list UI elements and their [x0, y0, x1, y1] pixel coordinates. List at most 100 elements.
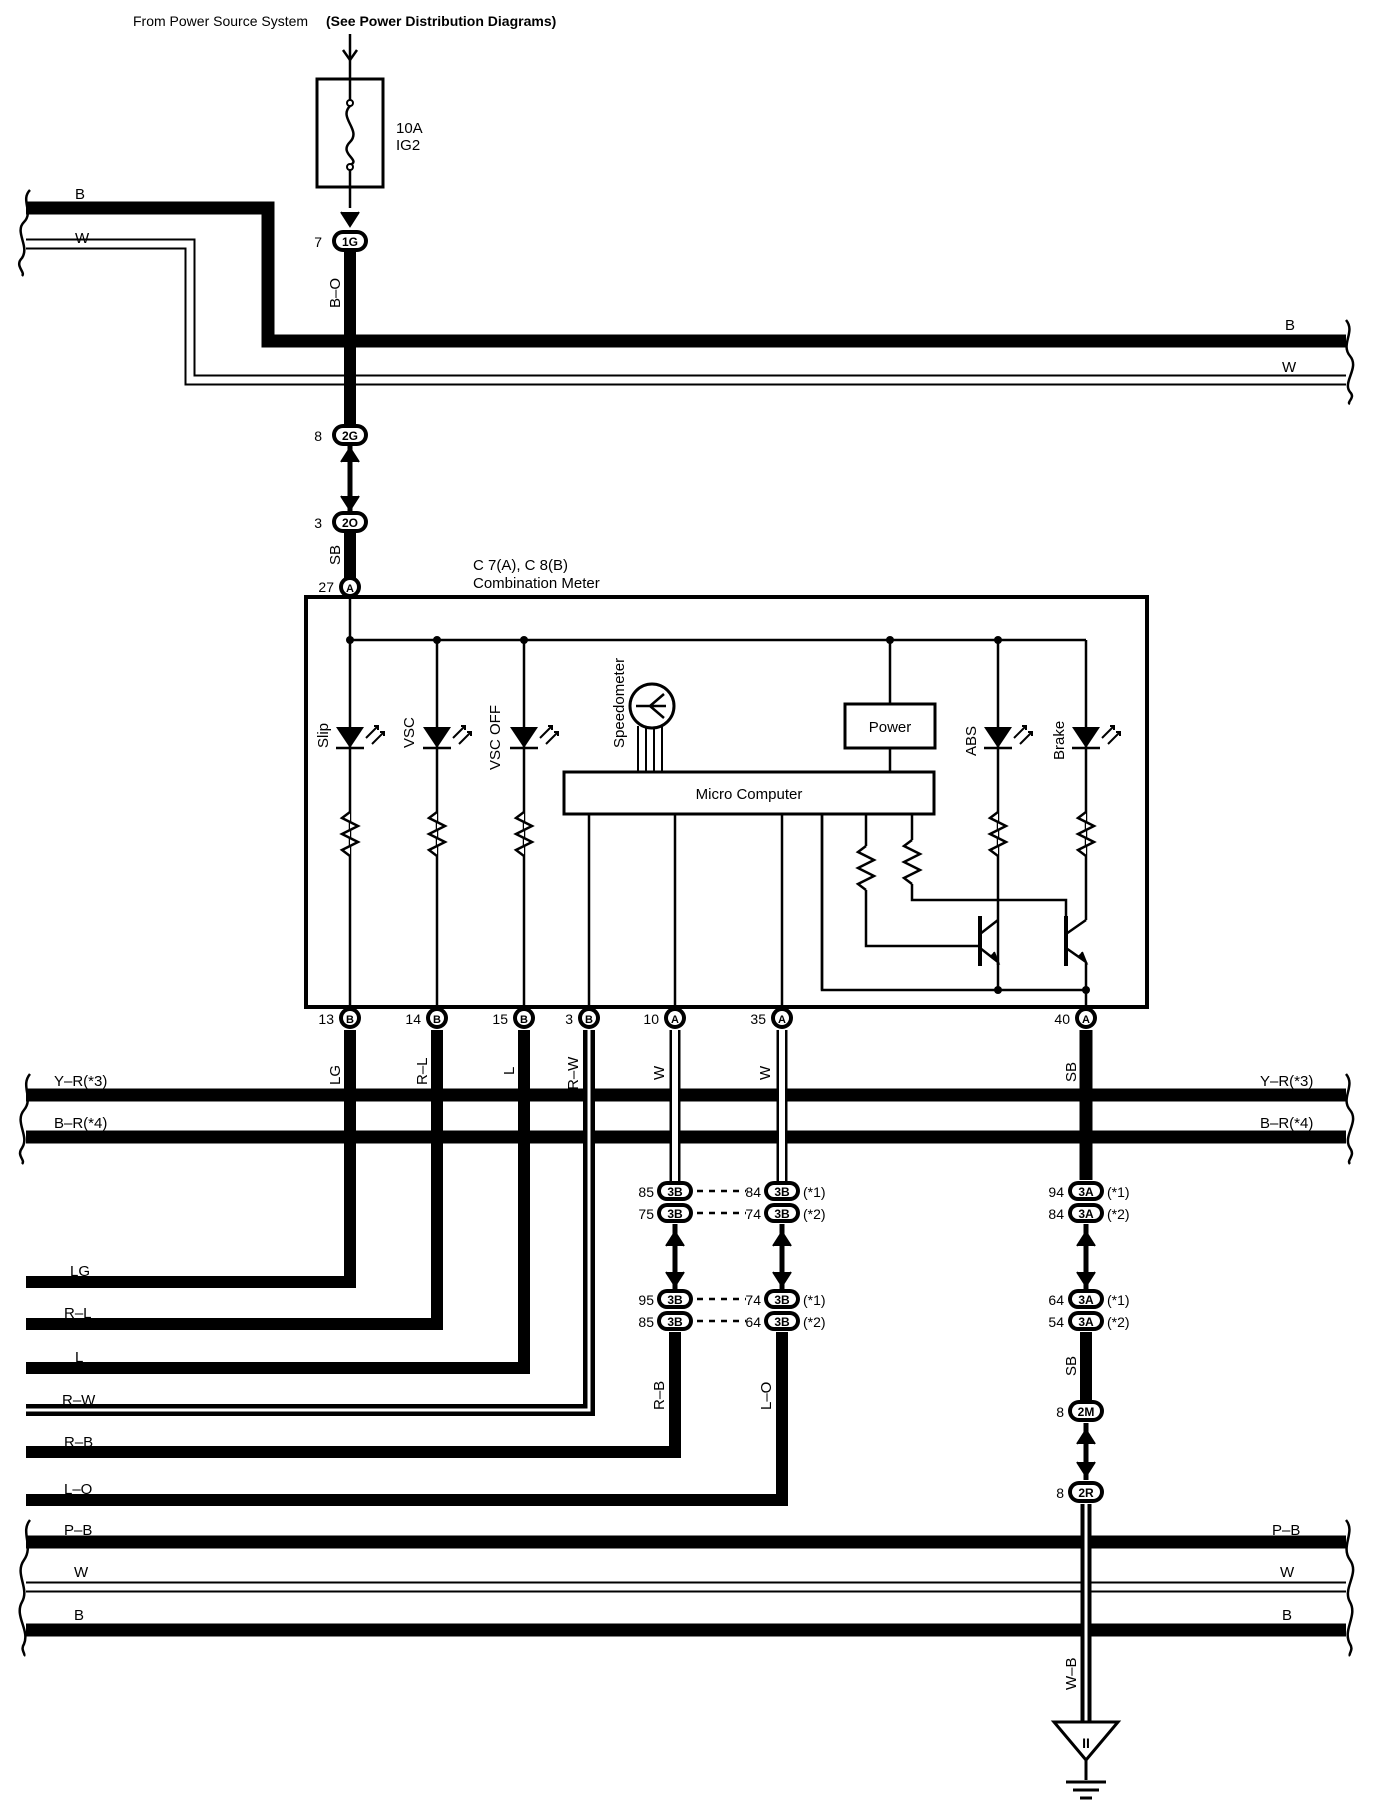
meter-pin-3-number: 3	[565, 1011, 573, 1027]
bottom-right-break-icon	[1344, 1519, 1355, 1657]
power-box-label: Power	[869, 719, 912, 736]
wire-label-sb-lower: SB	[1063, 1356, 1080, 1376]
lamp-label-slip: Slip	[315, 723, 332, 748]
wire-label-w-10A: W	[651, 1065, 668, 1080]
power-box	[843, 702, 937, 750]
j3a-lower-pin-64: 64	[1048, 1292, 1064, 1308]
bus-b-top	[26, 201, 1346, 348]
meter-pin-35A: A	[771, 1007, 793, 1029]
speedometer	[628, 682, 676, 772]
slip-led-icon	[336, 727, 364, 748]
fuse	[315, 72, 385, 208]
lamp-slip	[336, 640, 385, 1018]
transistor-abs	[864, 890, 1002, 994]
meter-pin-3B: B	[578, 1007, 600, 1029]
lamp-vsc	[423, 640, 472, 1018]
combination-meter-box	[304, 595, 1149, 1009]
meter-pin-14-number: 14	[405, 1011, 421, 1027]
meter-pin-13B: B	[339, 1007, 361, 1029]
branch-label-rw: R–W	[62, 1392, 96, 1409]
wire-lo	[26, 1332, 788, 1506]
feed-down-arrow-icon	[340, 495, 360, 512]
wire-rb	[26, 1332, 681, 1458]
lamp-brake	[1072, 640, 1121, 920]
wire-label-l-v: L	[501, 1067, 518, 1075]
wire-rl	[26, 1030, 443, 1330]
link-3b-left-down-icon	[665, 1271, 685, 1288]
connector-27A-pin: 27	[318, 579, 334, 595]
j3a-upper-pin-84: 84	[1048, 1206, 1064, 1222]
svg-text:1G: 1G	[342, 235, 358, 249]
wire-lg	[26, 1030, 356, 1288]
bottom-bus-w-left: W	[74, 1564, 89, 1581]
wire-label-rb-v: R–B	[651, 1381, 668, 1410]
svg-text:2O: 2O	[342, 516, 358, 530]
bottom-left-break-icon	[18, 1519, 32, 1657]
ground: II	[1050, 1720, 1122, 1800]
feed-wire-sb-label: SB	[327, 545, 344, 565]
connector-2G: 2G	[332, 424, 368, 446]
lamp-label-brake: Brake	[1051, 721, 1068, 760]
link-3b-left-up-icon	[665, 1230, 685, 1247]
fuse-output-arrow-icon	[340, 211, 360, 228]
svg-text:2R: 2R	[1078, 1486, 1094, 1500]
j3b-upper-pin-85: 85	[638, 1184, 654, 1200]
brake-resistor-icon	[1075, 811, 1097, 857]
bus-w-top-inner	[26, 240, 1346, 384]
micro-computer-box	[562, 770, 936, 816]
driver-resistor-2-icon	[901, 839, 923, 885]
feed-up-arrow-icon	[340, 446, 360, 463]
j3b-upper-pin-84: 84	[745, 1184, 761, 1200]
j3a-lower-note-2: (*2)	[1107, 1314, 1130, 1330]
feed-wire-bo-label: B–O	[327, 278, 344, 308]
junction-3a-upper: 3A 3A	[1068, 1181, 1104, 1223]
mid-right-break-icon	[1344, 1073, 1355, 1165]
mid-bus-yr-right: Y–R(*3)	[1260, 1073, 1313, 1090]
wire-l	[26, 1030, 530, 1374]
lamp-vsc-off	[510, 640, 559, 1018]
fuse-icon	[345, 105, 355, 167]
svg-text:B: B	[585, 1014, 593, 1026]
slip-resistor-icon	[339, 811, 361, 857]
brake-led-icon	[1072, 727, 1100, 748]
link-3b-right-up-icon	[772, 1230, 792, 1247]
abs-led-icon	[984, 727, 1012, 748]
j3b-upper-pin-74: 74	[745, 1206, 761, 1222]
bottom-bus-b-right: B	[1282, 1607, 1292, 1624]
meter-pin-15-number: 15	[492, 1011, 508, 1027]
link-3a-down-icon	[1076, 1271, 1096, 1288]
driver-resistor-1-icon	[855, 845, 877, 891]
svg-text:3B: 3B	[667, 1315, 683, 1329]
svg-text:3B: 3B	[774, 1207, 790, 1221]
lamp-abs	[984, 640, 1033, 965]
module-name: Combination Meter	[473, 575, 600, 592]
svg-text:A: A	[1082, 1014, 1090, 1026]
connector-2G-pin: 8	[314, 428, 322, 444]
connector-1G-pin: 7	[314, 234, 322, 250]
branch-label-rl: R–L	[64, 1305, 92, 1322]
j3b-lower-pin-64: 64	[745, 1314, 761, 1330]
bus-w-top-outer	[26, 238, 1346, 386]
j3a-lower-note-1: (*1)	[1107, 1292, 1130, 1308]
top-bus-w-right: W	[1282, 359, 1297, 376]
branch-label-l: L	[75, 1349, 83, 1366]
wire-label-lg-v: LG	[327, 1065, 344, 1085]
mid-bus-br-left: B–R(*4)	[54, 1115, 107, 1132]
branch-label-rb: R–B	[64, 1434, 93, 1451]
bottom-bus-b-left: B	[74, 1607, 84, 1624]
source-arrow-icon	[341, 49, 359, 63]
mid-bus-br-right: B–R(*4)	[1260, 1115, 1313, 1132]
top-bus-w-left: W	[75, 230, 90, 247]
wire-label-w-35A: W	[757, 1065, 774, 1080]
top-bus-b-left: B	[75, 186, 85, 203]
svg-text:3B: 3B	[667, 1293, 683, 1307]
j3b-upper-note-1: (*1)	[803, 1184, 826, 1200]
svg-text:3A: 3A	[1078, 1207, 1094, 1221]
link-3a-up-icon	[1076, 1230, 1096, 1247]
bottom-bus-pb-right: P–B	[1272, 1522, 1300, 1539]
meter-pin-15B: B	[513, 1007, 535, 1029]
link-2m-up-icon	[1076, 1428, 1096, 1445]
svg-text:3B: 3B	[667, 1207, 683, 1221]
j3b-lower-pin-74: 74	[745, 1292, 761, 1308]
vsc-off-led-icon	[510, 727, 538, 748]
